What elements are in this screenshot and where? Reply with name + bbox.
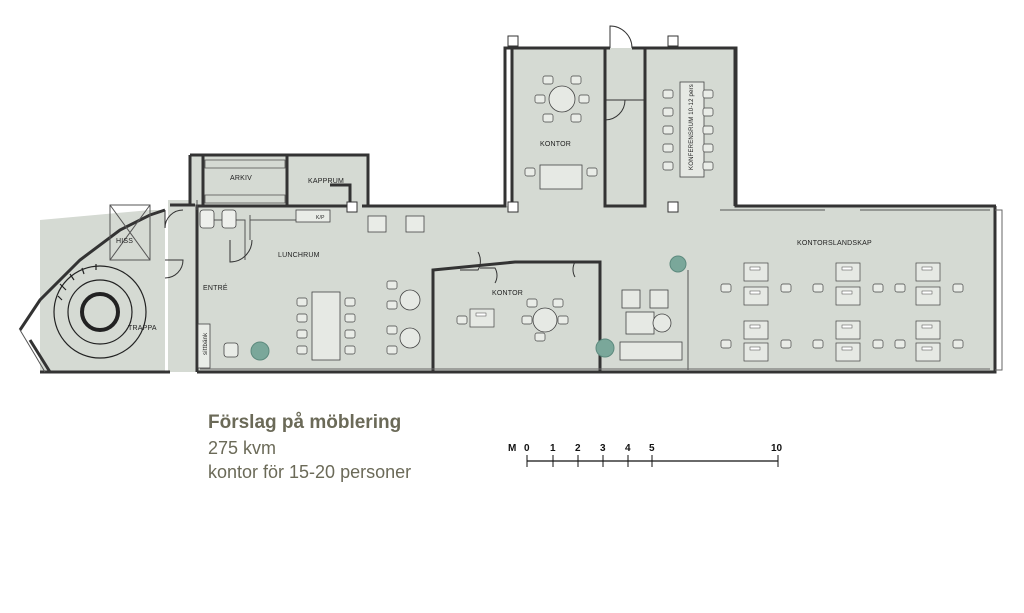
kontor-mid-furniture	[456, 298, 569, 342]
scale-unit: M	[508, 443, 516, 454]
konferens-furniture	[662, 81, 714, 178]
label-lunchrum: LUNCHRUM	[278, 252, 320, 259]
label-sittbank: sittbänk	[203, 332, 209, 355]
sittbank-bench	[197, 323, 211, 369]
arkiv-shelves	[204, 159, 286, 204]
wc	[199, 209, 237, 229]
columns	[346, 35, 679, 213]
round-tables	[386, 280, 421, 355]
windows	[200, 209, 1003, 371]
label-kp: K/P	[316, 215, 325, 221]
lunch-table	[296, 291, 356, 361]
lounge-furniture	[619, 289, 683, 361]
scale-tick-label: 2	[575, 443, 581, 454]
kitchen-counter	[295, 209, 331, 223]
scale-tick-label: 10	[771, 443, 783, 454]
scale-tick-label: 5	[649, 443, 655, 454]
scale-bar: M 0 1 2 3 4 5 10	[508, 443, 783, 467]
scale-tick-label: 3	[600, 443, 606, 454]
label-trappa: TRAPPA	[128, 325, 157, 332]
label-arkiv: ARKIV	[230, 175, 252, 182]
label-konferens: KONFERENSRUM 10-12 pers	[689, 84, 695, 170]
lunch-armchairs	[223, 215, 425, 358]
caption-description: kontor för 15-20 personer	[208, 462, 412, 482]
staircase	[53, 264, 147, 359]
plants	[250, 255, 687, 361]
label-kontor-top: KONTOR	[540, 141, 571, 148]
kontor-top-furniture	[524, 75, 598, 190]
caption-area: 275 kvm	[208, 438, 277, 458]
scale-tick-label: 1	[550, 443, 556, 454]
label-kapprum: KAPPRUM	[308, 178, 344, 185]
label-entre: ENTRÉ	[203, 283, 228, 292]
caption-title: Förslag på möblering	[208, 412, 402, 433]
label-hiss: HISS	[116, 238, 133, 245]
scale-tick-label: 0	[524, 443, 530, 454]
label-kontor-mid: KONTOR	[492, 290, 523, 297]
doors	[164, 25, 645, 284]
label-landskap: KONTORSLANDSKAP	[797, 240, 872, 247]
scale-tick-label: 4	[625, 443, 631, 454]
walls	[18, 46, 997, 374]
